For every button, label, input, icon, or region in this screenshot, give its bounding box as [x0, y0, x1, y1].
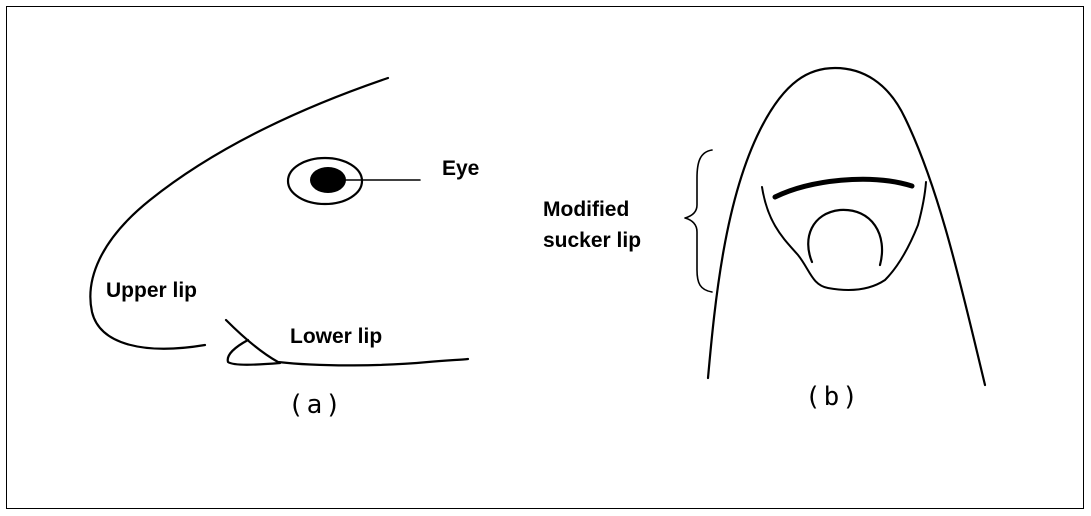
panel-b-drawing [685, 68, 985, 385]
modified-sucker-lip-label-line1: Modified [543, 197, 629, 223]
sucker-disc-outline [762, 182, 926, 290]
bracket [685, 150, 712, 292]
upper-lip-label: Upper lip [106, 278, 197, 304]
body-outline [708, 68, 985, 385]
lower-lip-label: Lower lip [290, 324, 382, 350]
panel-a-caption: (a) [288, 390, 344, 420]
upper-lip-arc [775, 179, 912, 197]
head-outline [90, 78, 388, 349]
chin-fold [228, 340, 280, 365]
eye-label: Eye [442, 156, 479, 182]
mouth-arch [808, 210, 882, 265]
panel-b-caption: (b) [805, 382, 861, 412]
modified-sucker-lip-label-line2: sucker lip [543, 228, 641, 254]
eye-pupil [310, 167, 346, 193]
panel-a-drawing [90, 78, 468, 365]
